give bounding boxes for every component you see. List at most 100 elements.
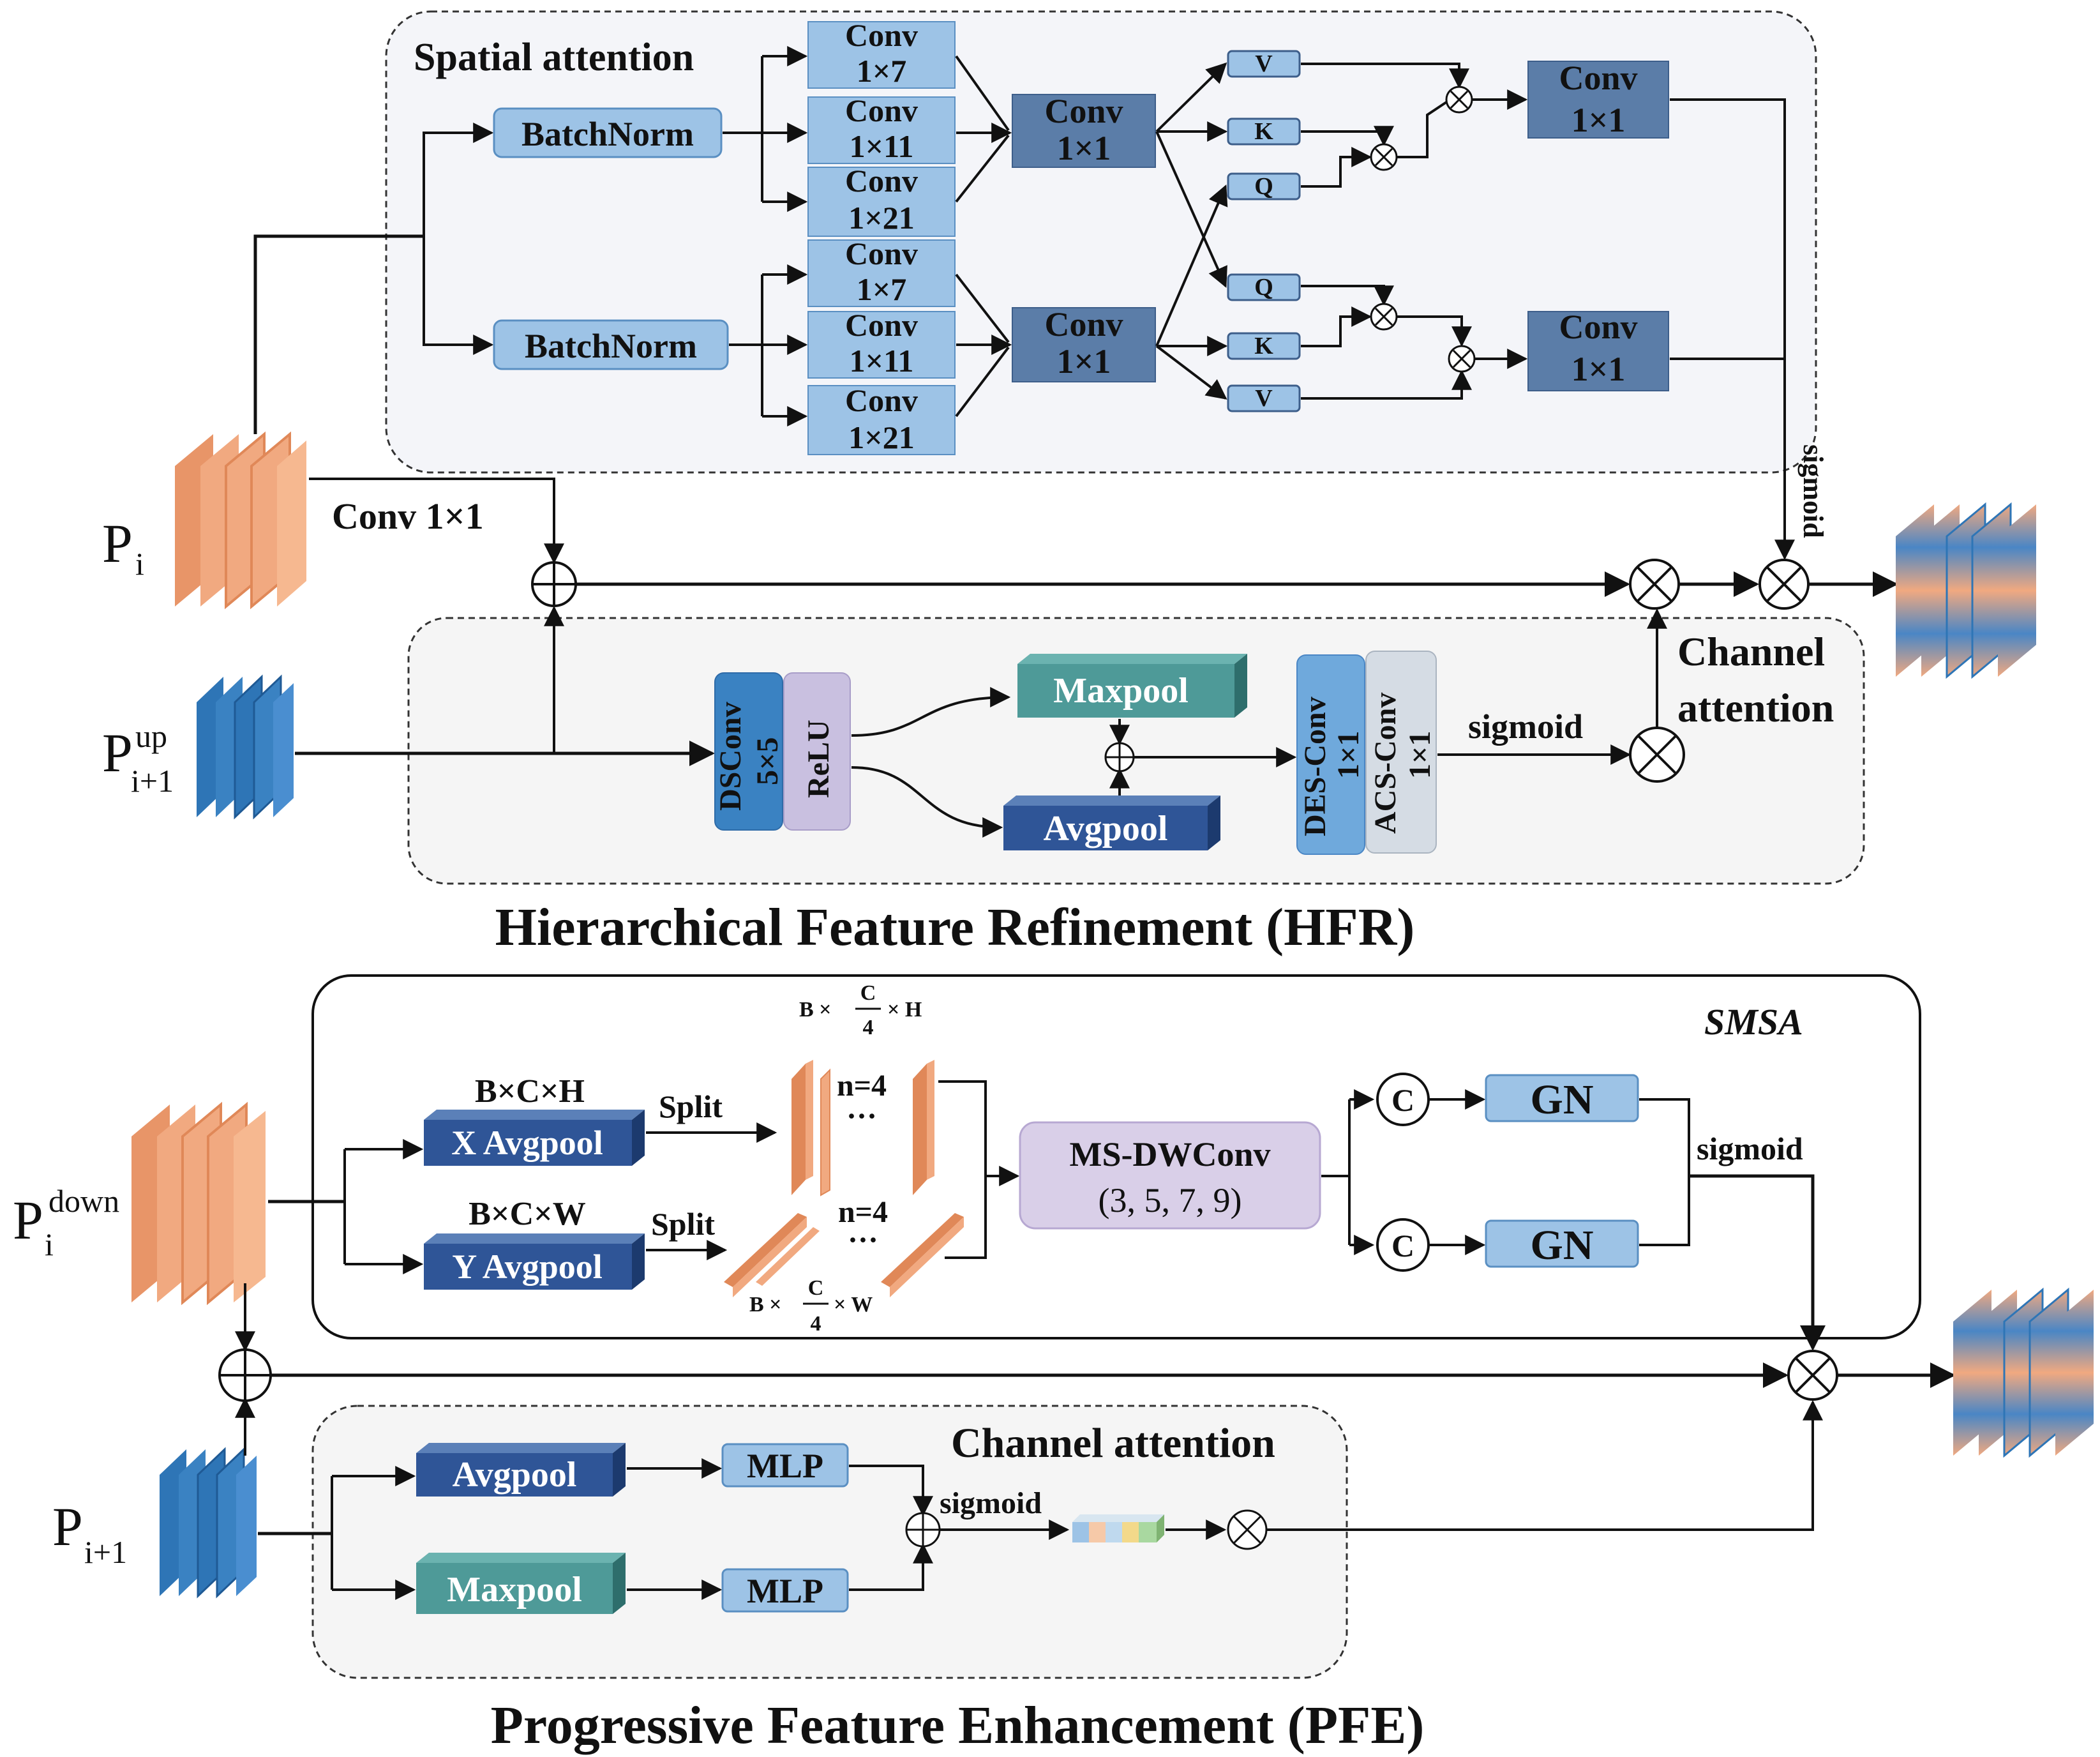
pfe-multiply-node bbox=[1787, 1350, 1838, 1401]
v-box-top: V bbox=[1227, 50, 1301, 78]
pfe-output-stack bbox=[1953, 1287, 2094, 1458]
bcw-label: B×C×W bbox=[469, 1196, 586, 1232]
q-box-top: Q bbox=[1227, 172, 1301, 200]
frac-top-num: C bbox=[860, 981, 876, 1005]
ms-dwconv-block: MS-DWConv (3, 5, 7, 9) bbox=[1019, 1121, 1321, 1230]
frac-bot-suffix: × W bbox=[834, 1293, 873, 1316]
mult-v-bottom bbox=[1448, 345, 1476, 373]
split-label-bottom: Split bbox=[651, 1206, 715, 1242]
pup-label-sub: i+1 bbox=[131, 763, 174, 799]
svg-text:Conv: Conv bbox=[1044, 92, 1123, 130]
batchnorm-bottom-label: BatchNorm bbox=[525, 327, 697, 365]
svg-text:5×5: 5×5 bbox=[751, 737, 784, 785]
attention-vector bbox=[1072, 1514, 1164, 1542]
svg-text:1×1: 1×1 bbox=[1571, 350, 1626, 388]
mult-kq-top bbox=[1370, 143, 1398, 171]
spatial-attention-label: Spatial attention bbox=[414, 36, 694, 79]
svg-text:1×21: 1×21 bbox=[848, 419, 915, 455]
svg-text:Q: Q bbox=[1254, 173, 1273, 200]
des-conv-block: DES-Conv 1×1 bbox=[1296, 654, 1365, 855]
frac-top-den: 4 bbox=[863, 1016, 874, 1039]
h-split-slices bbox=[791, 1060, 934, 1196]
hfr-multiply-node-2 bbox=[1759, 559, 1810, 610]
bch-label: B×C×H bbox=[475, 1073, 585, 1110]
dots-top: ··· bbox=[846, 1099, 877, 1133]
conv-1x7-bottom: Conv 1×7 bbox=[807, 236, 956, 307]
split-to-batchnorm-top bbox=[423, 123, 494, 236]
pi1-label-sub: i+1 bbox=[84, 1534, 127, 1570]
hfr-avgpool-block: Avgpool bbox=[1003, 796, 1220, 850]
pdown-label-sub: i bbox=[45, 1226, 54, 1262]
pfe-title: Progressive Feature Enhancement (PFE) bbox=[491, 1696, 1425, 1755]
pup-label-sup: up bbox=[135, 718, 167, 754]
conv1x1-label: Conv 1×1 bbox=[332, 495, 484, 537]
out-conv-bottom: Conv 1×1 bbox=[1527, 308, 1669, 391]
conv-1x11-bottom: Conv 1×11 bbox=[807, 307, 956, 379]
svg-text:Maxpool: Maxpool bbox=[447, 1570, 582, 1610]
svg-text:1×11: 1×11 bbox=[850, 128, 914, 164]
pfe-channel-attention-label: Channel attention bbox=[951, 1420, 1275, 1467]
svg-text:Conv: Conv bbox=[845, 236, 918, 271]
merge-conv-top: Conv 1×1 bbox=[1012, 92, 1156, 168]
k-box-bottom: K bbox=[1227, 332, 1301, 360]
spatial-sigmoid-label: sigmoid bbox=[1797, 444, 1829, 538]
svg-text:C: C bbox=[1391, 1082, 1414, 1118]
svg-text:1×1: 1×1 bbox=[1403, 731, 1437, 779]
frac-bot-prefix: B × bbox=[749, 1293, 782, 1316]
svg-text:1×7: 1×7 bbox=[857, 53, 907, 89]
svg-text:GN: GN bbox=[1531, 1222, 1594, 1269]
acs-conv-block: ACS-Conv 1×1 bbox=[1365, 651, 1437, 854]
frac-top-suffix: × H bbox=[887, 998, 922, 1022]
svg-text:K: K bbox=[1254, 118, 1273, 145]
smsa-sigmoid-label: sigmoid bbox=[1697, 1131, 1803, 1166]
svg-text:Conv: Conv bbox=[1559, 308, 1637, 346]
frac-bot-num: C bbox=[808, 1276, 824, 1300]
svg-text:Conv: Conv bbox=[845, 163, 918, 199]
pup-label: P bbox=[102, 722, 133, 783]
hfr-add-node bbox=[531, 561, 577, 607]
hfr-ca-add-node bbox=[1104, 742, 1135, 773]
v-box-bottom: V bbox=[1227, 384, 1301, 412]
q-box-bottom: Q bbox=[1227, 273, 1301, 301]
svg-text:Conv: Conv bbox=[845, 17, 918, 53]
n4-bottom: n=4 bbox=[838, 1195, 888, 1229]
x-avgpool-block: X Avgpool bbox=[424, 1110, 645, 1166]
svg-text:V: V bbox=[1255, 385, 1273, 412]
svg-text:GN: GN bbox=[1531, 1076, 1594, 1123]
svg-text:Avgpool: Avgpool bbox=[453, 1455, 577, 1495]
pi-to-add-line bbox=[309, 478, 564, 564]
mult-qk-bottom bbox=[1370, 303, 1398, 331]
conv-1x11-top: Conv 1×11 bbox=[807, 93, 956, 164]
svg-text:ReLU: ReLU bbox=[802, 720, 836, 798]
dots-bottom: ··· bbox=[848, 1223, 878, 1257]
pdown-feature-stack bbox=[131, 1101, 266, 1306]
svg-text:Conv: Conv bbox=[1044, 305, 1123, 343]
pfe-ca-add-node bbox=[905, 1512, 941, 1548]
merge-conv-bottom: Conv 1×1 bbox=[1012, 305, 1156, 382]
svg-text:1×1: 1×1 bbox=[1571, 101, 1626, 139]
svg-text:1×7: 1×7 bbox=[857, 271, 907, 307]
svg-text:ACS-Conv: ACS-Conv bbox=[1369, 693, 1402, 834]
pi-label: P bbox=[102, 513, 133, 574]
pi-feature-stack bbox=[175, 431, 306, 610]
svg-text:C: C bbox=[1391, 1228, 1414, 1263]
hfr-channel-attention-label-2: attention bbox=[1677, 685, 1834, 730]
pdown-label: P bbox=[13, 1189, 43, 1251]
svg-text:V: V bbox=[1255, 50, 1273, 77]
w-split-slices bbox=[724, 1213, 964, 1297]
conv-1x21-bottom: Conv 1×21 bbox=[807, 382, 956, 455]
pfe-ca-multiply-node bbox=[1227, 1509, 1268, 1550]
mlp-box-bottom: MLP bbox=[721, 1568, 849, 1613]
hfr-ca-multiply-node bbox=[1629, 727, 1685, 783]
svg-text:Maxpool: Maxpool bbox=[1053, 671, 1189, 711]
hfr-output-stack bbox=[1896, 502, 2036, 679]
frac-bot-den: 4 bbox=[811, 1312, 821, 1336]
smsa-label: SMSA bbox=[1704, 1001, 1803, 1043]
split-to-batchnorm-bottom bbox=[423, 236, 494, 355]
svg-text:DSConv: DSConv bbox=[714, 702, 747, 811]
svg-text:(3, 5, 7, 9): (3, 5, 7, 9) bbox=[1099, 1181, 1242, 1219]
hfr-title: Hierarchical Feature Refinement (HFR) bbox=[495, 898, 1415, 957]
batchnorm-top bbox=[493, 107, 723, 158]
batchnorm-top-label: BatchNorm bbox=[521, 115, 694, 153]
